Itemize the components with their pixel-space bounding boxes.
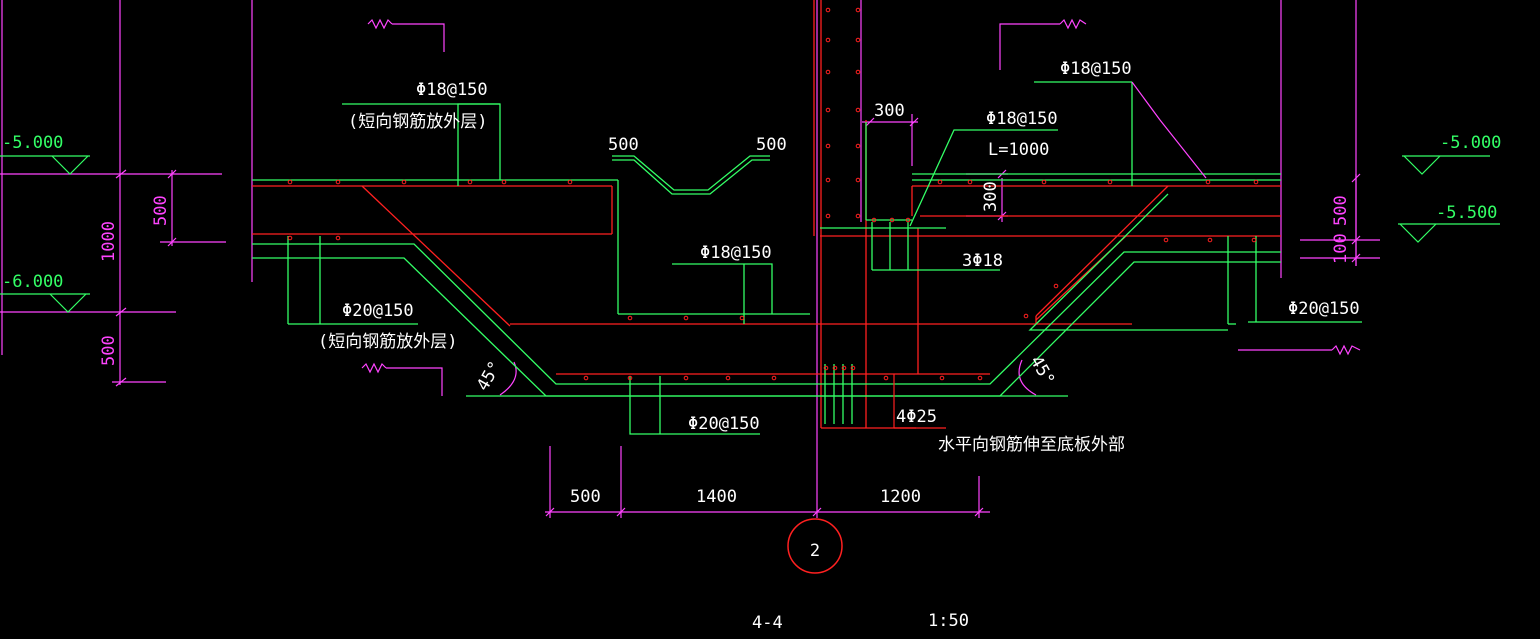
angle-right: 45° [1026, 353, 1059, 390]
rebar-lines [252, 81, 1362, 435]
rebar-dots [287, 7, 1259, 381]
label-right-slab-lap-length: L=1000 [988, 140, 1049, 160]
dim-bottom-1400: 1400 [696, 487, 737, 507]
dim-bottom-1200: 1200 [880, 487, 921, 507]
label-left-slope-note: (短向钢筋放外层) [318, 332, 457, 352]
dim-left-500-b: 500 [99, 335, 119, 366]
elevation-markers [0, 155, 1500, 313]
angle-left: 45° [473, 358, 506, 395]
right-top-leader [1131, 81, 1207, 179]
label-stirrup: 3Φ18 [962, 251, 1003, 271]
dim-bottom-500: 500 [570, 487, 601, 507]
dim-opening-height: 300 [981, 181, 1001, 212]
drawing-scale: 1:50 [928, 611, 969, 631]
label-bottom-rebar: Φ20@150 [688, 414, 760, 434]
dimension-lines [0, 0, 1380, 518]
dim-opening-width: 300 [874, 101, 905, 121]
elevation-left-top: -5.000 [2, 133, 63, 153]
concrete-outline [252, 0, 1281, 429]
label-bend-right: 500 [756, 135, 787, 155]
label-pit-center-rebar: Φ18@150 [700, 243, 772, 263]
section-title: 4-4 [752, 613, 783, 633]
elevation-left-bottom: -6.000 [2, 272, 63, 292]
label-column-note: 水平向钢筋伸至底板外部 [938, 435, 1125, 455]
label-top-left-note: (短向钢筋放外层) [348, 112, 487, 132]
elevation-right-mid: -5.500 [1436, 203, 1497, 223]
label-top-left-rebar: Φ18@150 [416, 80, 488, 100]
axis-circle [787, 518, 843, 574]
label-right-slope-rebar: Φ20@150 [1288, 299, 1360, 319]
dim-left-500-a: 500 [151, 195, 171, 226]
label-right-top-rebar: Φ18@150 [1060, 59, 1132, 79]
elevation-right-top: -5.000 [1440, 133, 1501, 153]
label-column-bars: 4Φ25 [896, 407, 937, 427]
label-left-slope-rebar: Φ20@150 [342, 301, 414, 321]
red-leaders [893, 374, 946, 429]
dim-right-100: 100 [1331, 233, 1351, 264]
axis-number: 2 [810, 541, 820, 561]
labels: -5.000 -6.000 -5.000 -5.500 500 1000 500… [2, 59, 1501, 633]
dim-left-1000: 1000 [99, 221, 119, 262]
label-bend-left: 500 [608, 135, 639, 155]
label-right-slab-lap: Φ18@150 [986, 109, 1058, 129]
dim-right-500: 500 [1331, 195, 1351, 226]
